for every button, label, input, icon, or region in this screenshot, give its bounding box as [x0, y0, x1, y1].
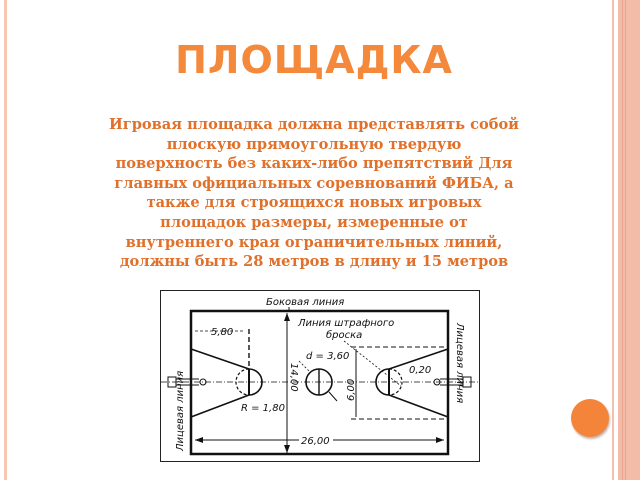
right-band-decoration: [618, 0, 640, 480]
body-line: плоскую прямоугольную твердую: [166, 135, 462, 153]
left-border-decoration: [4, 0, 7, 480]
body-line: также для строящихся новых игровых: [146, 194, 482, 212]
slide-title: ПЛОЩАДКА: [175, 38, 453, 82]
stripe: [625, 0, 626, 480]
free-throw-label-2: броска: [326, 329, 362, 341]
end-line-right-label: Лицевая линия: [454, 322, 465, 403]
line-width-label: 0,20: [409, 365, 431, 376]
width-label: 14,00: [288, 363, 299, 392]
court-outline: [189, 309, 450, 456]
court-diagram-drawing: Боковая линия Линия штрафного броска d =…: [161, 297, 479, 456]
body-line: должны быть 28 метров в длину и 15 метро…: [119, 253, 509, 271]
court-diagram: Боковая линия Линия штрафного броска d =…: [160, 290, 480, 462]
free-throw-label-1: Линия штрафного: [297, 318, 394, 329]
side-line-label: Боковая линия: [266, 297, 344, 308]
body-line: поверхность без каких-либо препятствий Д…: [115, 155, 513, 173]
body-text: Игровая площадка должна представлять соб…: [30, 115, 598, 272]
body-line: площадок размеры, измеренные от: [160, 213, 468, 231]
radius-label: R = 1,80: [241, 403, 285, 414]
right-line-decoration: [612, 0, 614, 480]
stripe: [622, 0, 623, 480]
body-line: внутреннего края ограничительных линий,: [125, 233, 503, 251]
length-label: 26,00: [301, 436, 330, 447]
body-line: Игровая площадка должна представлять соб…: [108, 116, 520, 133]
body-line: главных официальных соревнований ФИБА, а: [114, 174, 514, 192]
key-length-label: 5,80: [211, 327, 233, 338]
orange-circle-decoration: [571, 399, 609, 437]
end-line-left-label: Лицевая линия: [175, 371, 186, 452]
diameter-label: d = 3,60: [306, 351, 349, 362]
key-width-label: 6,00: [346, 379, 357, 401]
